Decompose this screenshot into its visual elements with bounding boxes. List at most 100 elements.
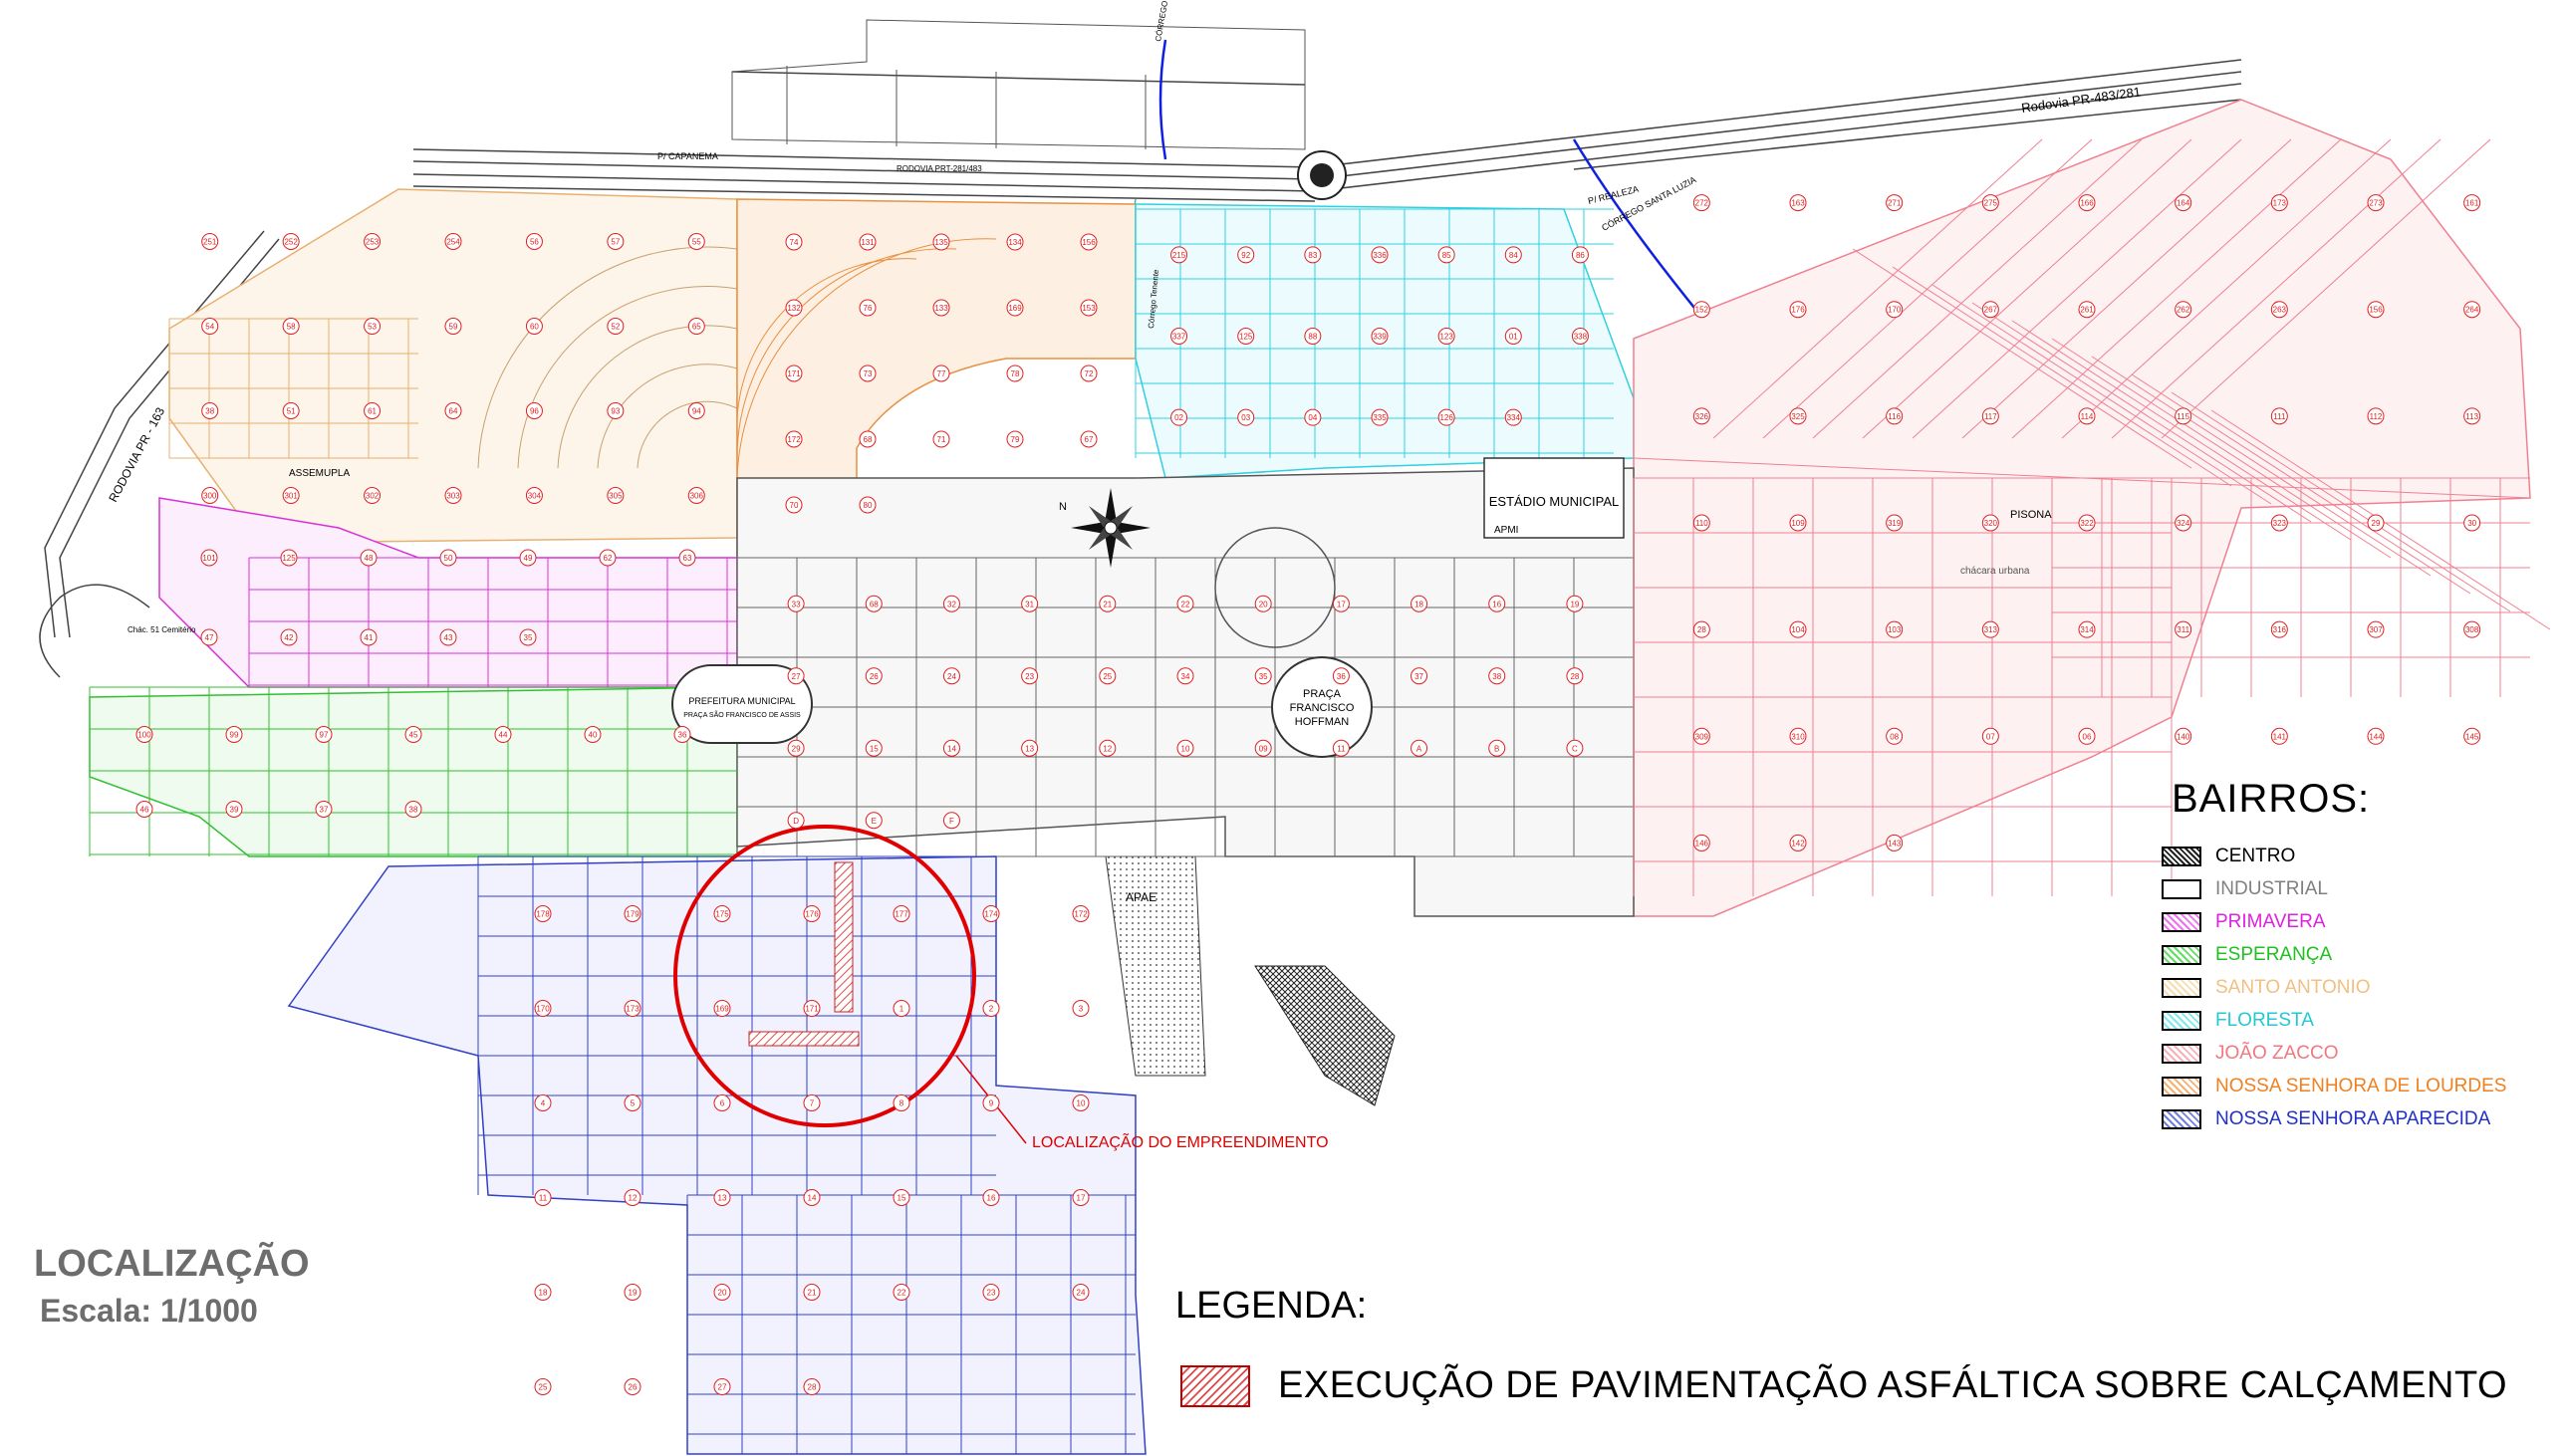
- cemiterio-label: Chác. 51 Cemitério: [128, 625, 196, 634]
- block-marker: [1504, 408, 1522, 426]
- block-marker: [1237, 328, 1255, 345]
- block-number: 22: [898, 1289, 906, 1298]
- block-marker: [1886, 620, 1904, 638]
- block-number: 271: [1888, 199, 1902, 208]
- block-marker: [1504, 328, 1522, 345]
- block-marker: [893, 1000, 910, 1017]
- block-marker: [444, 487, 462, 504]
- block-marker: [1021, 595, 1039, 612]
- street-line: [2011, 138, 2342, 439]
- block-marker: [1789, 301, 1807, 319]
- prefeitura-label: PREFEITURA MUNICIPAL: [688, 696, 795, 706]
- block-marker: [1566, 667, 1584, 685]
- block-number: 322: [2080, 519, 2094, 528]
- block-marker: [364, 487, 382, 504]
- block-marker: [200, 628, 218, 646]
- bairro-label: NOSSA SENHORA APARECIDA: [2215, 1107, 2491, 1129]
- block-number: 50: [444, 554, 453, 563]
- block-marker: [1304, 328, 1322, 345]
- block-marker: [444, 402, 462, 419]
- block-marker: [785, 364, 803, 382]
- block-number: 339: [1373, 333, 1387, 342]
- block-marker: [1099, 739, 1117, 757]
- block-marker: [444, 318, 462, 335]
- block-number: 55: [692, 238, 701, 247]
- block-number: 261: [2080, 306, 2094, 315]
- block-number: 152: [1695, 306, 1709, 315]
- street-line: [2051, 338, 2392, 559]
- block-number: 125: [282, 554, 296, 563]
- block-marker: [607, 318, 625, 335]
- street-line: [1912, 138, 2242, 439]
- block-marker: [282, 233, 300, 250]
- block-marker: [1488, 667, 1506, 685]
- block-number: 142: [1791, 839, 1805, 848]
- block-marker: [1170, 246, 1188, 264]
- bairro-row: JOÃO ZACCO: [2162, 1037, 2560, 1070]
- block-marker: [282, 487, 300, 504]
- region-santo-antonio: [168, 188, 738, 544]
- block-marker: [525, 402, 543, 419]
- block-number: 59: [449, 323, 458, 332]
- block-marker: [534, 1284, 552, 1301]
- roundabout-north: [1297, 150, 1347, 200]
- block-number: 123: [1439, 333, 1453, 342]
- block-number: 27: [718, 1383, 727, 1392]
- block-marker: [1332, 595, 1350, 612]
- block-number: 92: [1241, 251, 1250, 260]
- block-marker: [982, 1000, 1000, 1017]
- bairro-label: INDUSTRIAL: [2215, 877, 2328, 899]
- block-marker: [1072, 1000, 1090, 1017]
- location-scale: Escala: 1/1000: [40, 1293, 258, 1329]
- block-marker: [1692, 301, 1710, 319]
- block-number: 254: [446, 238, 460, 247]
- block-number: 88: [1308, 333, 1317, 342]
- block-marker: [865, 667, 883, 685]
- block-number: 111: [2273, 412, 2286, 421]
- block-marker: [1886, 407, 1904, 425]
- block-marker: [404, 726, 422, 743]
- block-marker: [803, 905, 821, 922]
- block-marker: [534, 905, 552, 922]
- block-marker: [1981, 620, 1999, 638]
- block-number: 114: [2081, 412, 2094, 421]
- block-number: 170: [536, 1005, 550, 1014]
- block-marker: [201, 318, 219, 335]
- block-marker: [1170, 408, 1188, 426]
- block-marker: [2078, 727, 2096, 745]
- bairro-swatch: [2162, 944, 2201, 965]
- block-number: 60: [530, 323, 539, 332]
- plaza-prefeitura: PREFEITURA MUNICIPAL PRAÇA SÃO FRANCISCO…: [671, 664, 813, 744]
- block-marker: [893, 1094, 910, 1111]
- block-marker: [893, 1284, 910, 1301]
- street-line: [1812, 138, 2143, 439]
- block-marker: [803, 1378, 821, 1395]
- block-number: F: [949, 817, 954, 826]
- block-number: 11: [539, 1194, 548, 1203]
- block-number: 267: [1984, 306, 1998, 315]
- block-marker: [785, 430, 803, 448]
- block-marker: [1692, 514, 1710, 532]
- block-marker: [1981, 407, 1999, 425]
- block-number: 38: [1492, 672, 1501, 681]
- block-number: 303: [446, 492, 460, 501]
- block-number: 103: [1888, 625, 1902, 634]
- block-marker: [803, 1284, 821, 1301]
- block-marker: [2463, 727, 2481, 745]
- block-marker: [624, 1094, 642, 1111]
- block-number: 336: [1373, 251, 1387, 260]
- block-marker: [280, 549, 298, 567]
- block-number: 58: [287, 323, 296, 332]
- block-marker: [607, 402, 625, 419]
- block-marker: [713, 1284, 731, 1301]
- block-marker: [859, 299, 877, 317]
- block-number: 300: [203, 492, 217, 501]
- bairro-swatch: [2162, 1010, 2201, 1031]
- block-number: 48: [365, 554, 374, 563]
- legenda-label: EXECUÇÃO DE PAVIMENTAÇÃO ASFÁLTICA SOBRE…: [1278, 1364, 2508, 1406]
- block-number: 67: [1085, 435, 1094, 444]
- paving-hatch-swatch: [1180, 1364, 1250, 1407]
- block-number: 110: [1695, 519, 1708, 528]
- bairro-row: PRIMAVERA: [2162, 905, 2560, 938]
